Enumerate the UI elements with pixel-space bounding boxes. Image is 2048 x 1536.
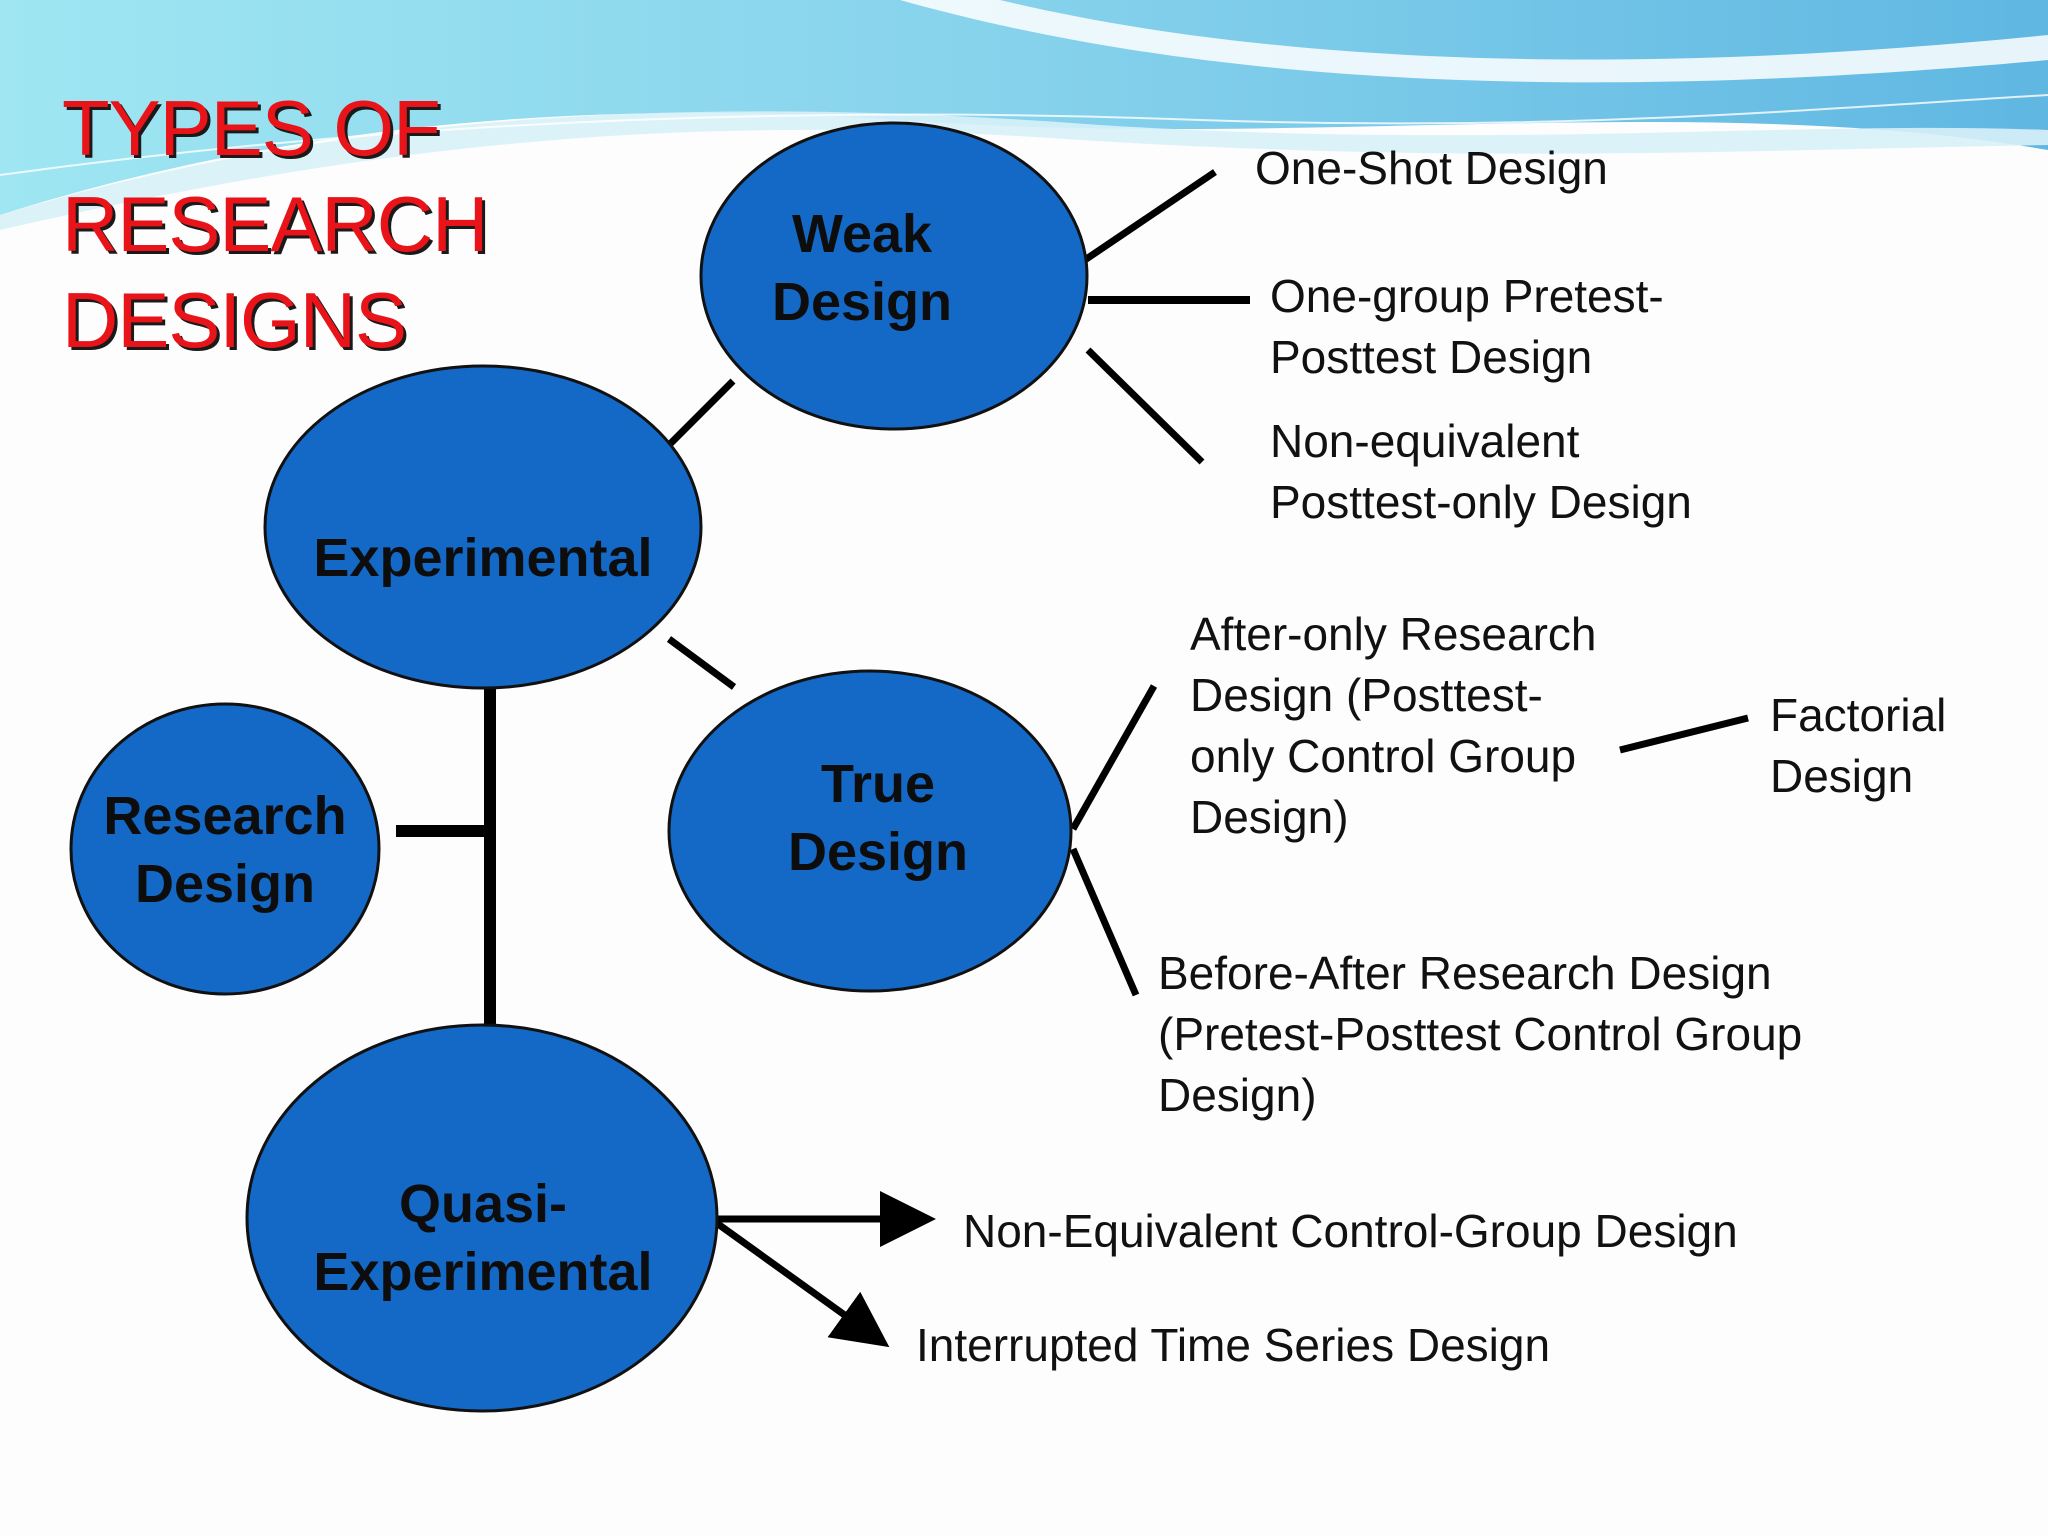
wave-line xyxy=(0,94,2048,176)
leaf-line: Design) xyxy=(1190,791,1349,843)
leaf-line: After-only Research xyxy=(1190,608,1597,660)
wave-highlight xyxy=(900,0,2048,83)
node-quasi-experimental xyxy=(245,1023,719,1413)
leaf-before-after-research-design: Before-After Research Design (Pretest-Po… xyxy=(1158,943,1802,1126)
leaf-line: Factorial xyxy=(1770,689,1947,741)
connector-weak-to-one-shot xyxy=(1071,169,1217,271)
wave-back xyxy=(0,0,2048,215)
leaf-line: Design) xyxy=(1158,1069,1317,1121)
leaf-after-only-research-design: After-only Research Design (Posttest- on… xyxy=(1190,604,1597,848)
leaf-non-equivalent-control-group: Non-Equivalent Control-Group Design xyxy=(963,1201,1738,1262)
node-label-line: True xyxy=(820,754,936,814)
leaf-line: Interrupted Time Series Design xyxy=(916,1319,1551,1371)
leaf-non-equivalent-posttest: Non-equivalent Posttest-only Design xyxy=(1270,411,1692,533)
node-label-line: Design xyxy=(134,854,316,914)
leaf-interrupted-time-series: Interrupted Time Series Design xyxy=(916,1315,1550,1376)
node-label-true-design: True Design xyxy=(728,750,1028,886)
leaf-line: Non-Equivalent Control-Group Design xyxy=(963,1205,1738,1257)
node-label-line: Weak xyxy=(791,204,933,264)
leaf-line: One-group Pretest- xyxy=(1270,270,1664,322)
connector-true-to-before-after xyxy=(1069,847,1140,997)
node-weak-design xyxy=(699,121,1089,431)
arrow-to-interrupted-time-series xyxy=(708,1216,890,1348)
connector-weak-to-non-equivalent xyxy=(1085,347,1205,465)
node-research-design xyxy=(69,702,381,996)
page-title: TYPES OF RESEARCH DESIGNS xyxy=(62,80,488,368)
node-experimental xyxy=(263,364,703,690)
connector-true-to-after-only xyxy=(1069,684,1158,831)
node-label-line: Experimental xyxy=(313,528,653,588)
leaf-line: Posttest Design xyxy=(1270,331,1593,383)
leaf-line: Before-After Research Design xyxy=(1158,947,1772,999)
node-label-line: Experimental xyxy=(313,1242,653,1302)
title-line: RESEARCH xyxy=(62,180,488,268)
title-line: TYPES OF xyxy=(62,84,441,172)
connector-experimental-to-true xyxy=(666,636,737,690)
node-label-line: Design xyxy=(787,822,969,882)
leaf-line: only Control Group xyxy=(1190,730,1577,782)
node-label-line: Quasi- xyxy=(398,1174,568,1234)
node-label-line: Research xyxy=(103,786,347,846)
node-label-quasi-experimental: Quasi- Experimental xyxy=(263,1170,703,1306)
connector-experimental-to-weak xyxy=(667,378,736,447)
node-label-experimental: Experimental xyxy=(263,524,703,592)
node-label-weak-design: Weak Design xyxy=(712,200,1012,336)
title-line: DESIGNS xyxy=(62,276,407,364)
node-label-research-design: Research Design xyxy=(75,782,375,918)
leaf-line: Design xyxy=(1770,750,1914,802)
leaf-factorial-design: Factorial Design xyxy=(1770,685,1946,807)
node-label-line: Design xyxy=(771,272,953,332)
connector-after-only-to-factorial xyxy=(1619,714,1749,754)
node-true-design xyxy=(667,669,1073,993)
leaf-line: Non-equivalent xyxy=(1270,415,1580,467)
leaf-line: One-Shot Design xyxy=(1255,142,1608,194)
leaf-one-group-pretest-posttest: One-group Pretest- Posttest Design xyxy=(1270,266,1664,388)
wave-front xyxy=(0,111,2048,230)
leaf-one-shot-design: One-Shot Design xyxy=(1255,138,1608,199)
leaf-line: Design (Posttest- xyxy=(1190,669,1543,721)
leaf-line: (Pretest-Posttest Control Group xyxy=(1158,1008,1803,1060)
leaf-line: Posttest-only Design xyxy=(1270,476,1692,528)
wave-banner xyxy=(0,0,2048,230)
